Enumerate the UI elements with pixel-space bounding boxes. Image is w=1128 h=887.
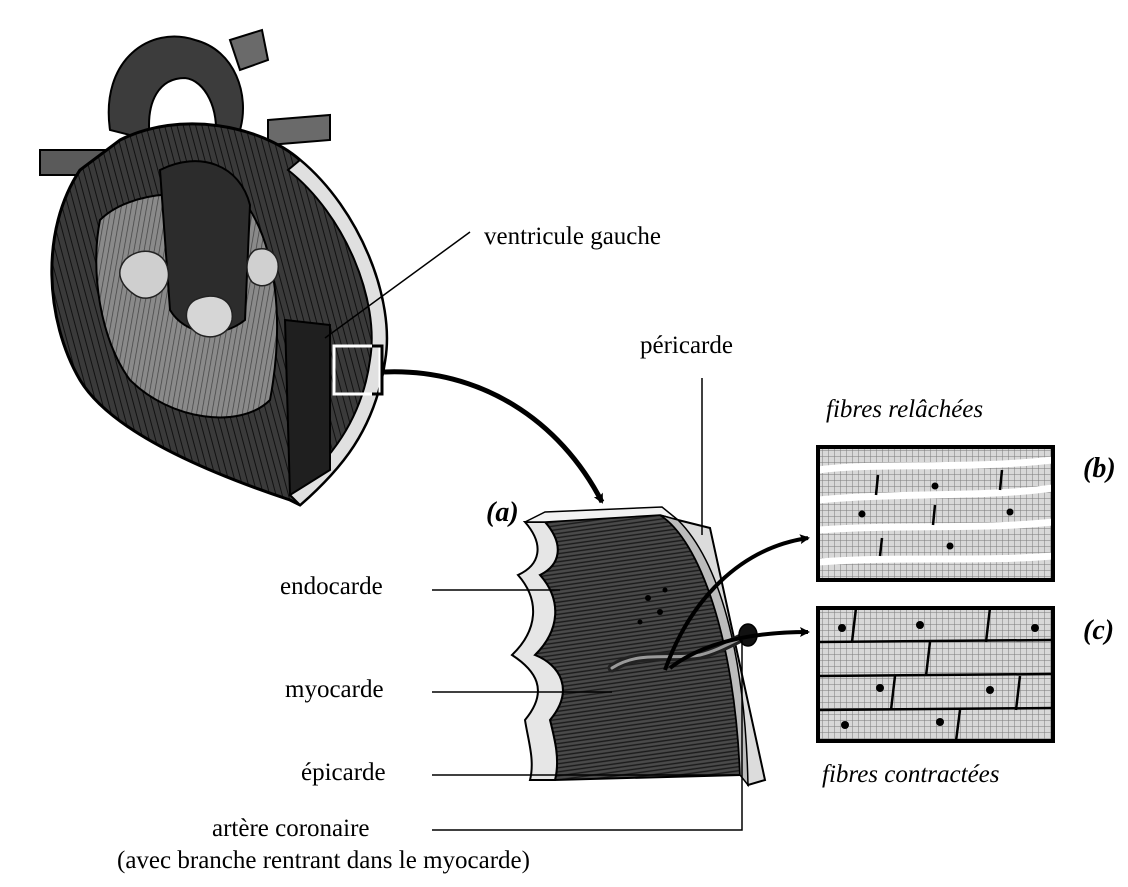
vessel-dot-1 bbox=[645, 595, 651, 601]
contracted-nucleus-7 bbox=[936, 718, 944, 726]
vessel-dot-4 bbox=[663, 588, 668, 593]
contracted-nucleus-4 bbox=[876, 684, 884, 692]
label-panel-a: (a) bbox=[486, 499, 519, 527]
label-epicardium: épicarde bbox=[301, 760, 386, 785]
nucleus-4 bbox=[947, 543, 954, 550]
label-panel-b: (b) bbox=[1083, 455, 1116, 483]
label-pericardium: péricarde bbox=[640, 333, 733, 358]
contracted-nucleus-6 bbox=[841, 721, 849, 729]
contracted-nucleus-2 bbox=[916, 621, 924, 629]
heart-illustration bbox=[40, 30, 387, 505]
vessel-dot-2 bbox=[657, 609, 663, 615]
papillary-center bbox=[186, 296, 232, 337]
label-ventricle: ventricule gauche bbox=[484, 224, 661, 249]
label-coronary-note: (avec branche rentrant dans le myocarde) bbox=[117, 848, 530, 873]
vessel-right bbox=[268, 115, 330, 145]
wall-section bbox=[512, 507, 765, 785]
label-endocardium: endocarde bbox=[280, 574, 383, 599]
fiber-stripe-4 bbox=[818, 556, 1053, 562]
contracted-nucleus-1 bbox=[838, 624, 846, 632]
label-myocardium: myocarde bbox=[285, 677, 384, 702]
vessel-dot-3 bbox=[638, 620, 643, 625]
nucleus-2 bbox=[859, 511, 866, 518]
label-coronary-artery: artère coronaire bbox=[212, 816, 370, 841]
label-contracted: fibres contractées bbox=[822, 762, 1000, 787]
contracted-nucleus-5 bbox=[986, 686, 994, 694]
ventricle-wall bbox=[285, 320, 330, 495]
zoom-arrow bbox=[384, 372, 602, 502]
papillary-right bbox=[247, 249, 278, 286]
label-relaxed: fibres relâchées bbox=[826, 397, 983, 422]
panel-contracted bbox=[818, 608, 1053, 741]
panel-relaxed bbox=[818, 447, 1053, 580]
vessel-top-right bbox=[230, 30, 268, 70]
label-panel-c: (c) bbox=[1083, 617, 1114, 645]
contracted-nucleus-3 bbox=[1031, 624, 1039, 632]
nucleus-3 bbox=[1007, 509, 1014, 516]
nucleus-1 bbox=[932, 483, 939, 490]
